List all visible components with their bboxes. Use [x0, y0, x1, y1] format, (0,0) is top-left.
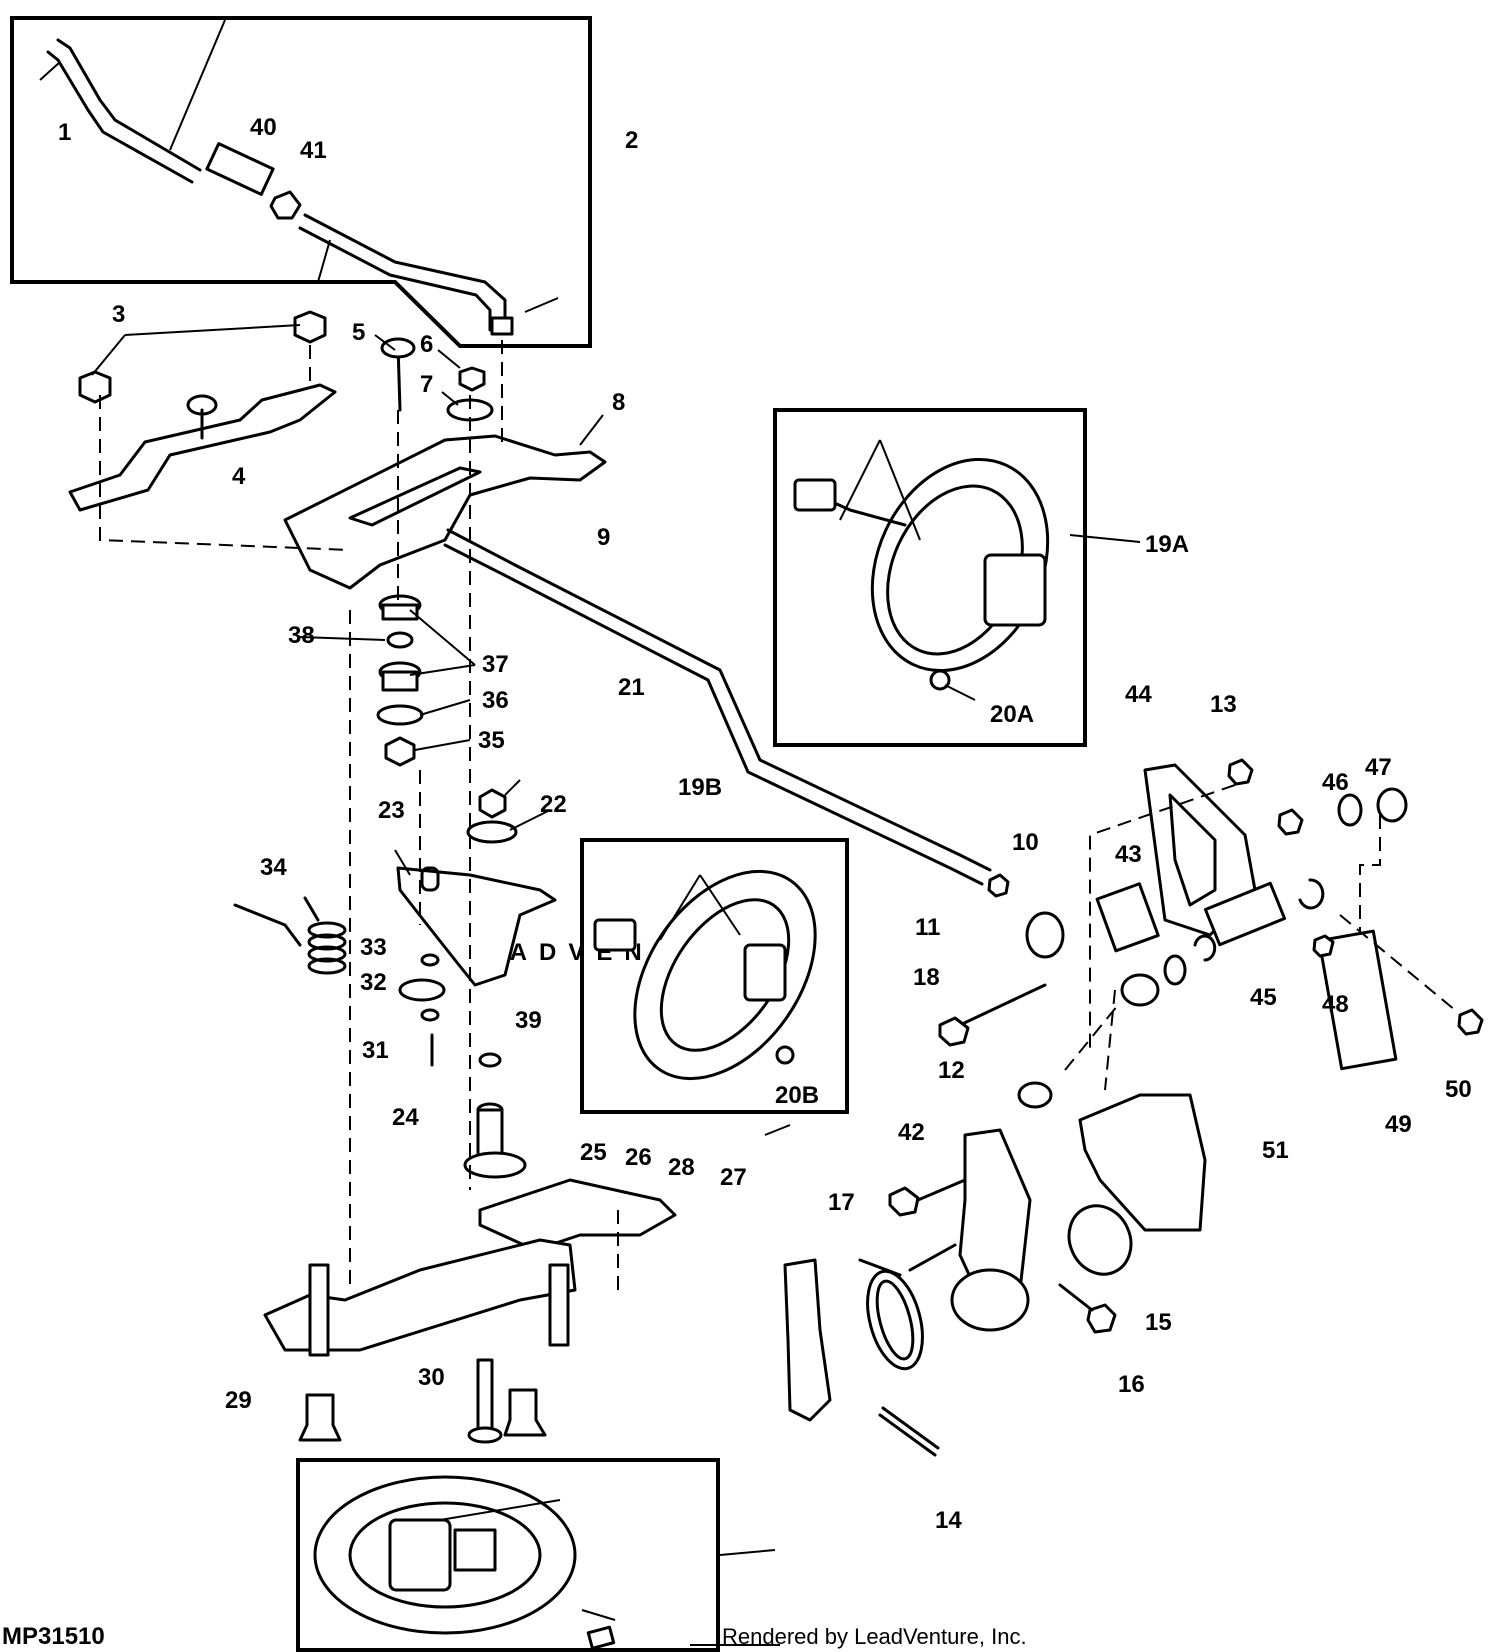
inset-box-linkage-rod: [10, 16, 592, 348]
leader-lines: [91, 324, 1141, 1646]
callout-12: 12: [938, 1057, 965, 1084]
callout-48: 48: [1322, 991, 1349, 1018]
callout-29: 29: [225, 1387, 252, 1414]
inset-box-19b-bottom: [296, 1458, 720, 1652]
callout-10: 10: [1012, 829, 1039, 856]
callout-9: 9: [597, 524, 610, 551]
callout-33: 33: [360, 934, 387, 961]
callout-7: 7: [420, 371, 433, 398]
callout-16: 16: [1118, 1371, 1145, 1398]
callout-34: 34: [260, 854, 287, 881]
callout-44: 44: [1125, 681, 1152, 708]
callout-5: 5: [352, 319, 365, 346]
callout-4: 4: [232, 463, 246, 490]
callout-20b: 20B: [775, 1082, 819, 1109]
callout-45: 45: [1250, 984, 1277, 1011]
callout-32: 32: [360, 969, 387, 996]
callout-13: 13: [1210, 691, 1237, 718]
diagram-id: MP31510: [2, 1623, 105, 1650]
bracket-4: [68, 310, 337, 512]
callout-38: 38: [288, 622, 315, 649]
lower-brackets: [263, 1178, 677, 1444]
callout-35: 35: [478, 727, 505, 754]
callout-41: 41: [300, 137, 327, 164]
callout-31: 31: [362, 1037, 389, 1064]
callout-26: 26: [625, 1144, 652, 1171]
right-assembly: [783, 758, 1484, 1457]
callout-19a: 19A: [1145, 531, 1189, 558]
callout-47: 47: [1365, 754, 1392, 781]
callout-51: 51: [1262, 1137, 1289, 1164]
callout-17: 17: [828, 1189, 855, 1216]
callout-1: 1: [58, 119, 71, 146]
plate-8: [283, 337, 607, 590]
inset-box-19b-middle: [580, 838, 849, 1114]
callout-15: 15: [1145, 1309, 1172, 1336]
callout-40: 40: [250, 114, 277, 141]
callout-50: 50: [1445, 1076, 1472, 1103]
pivot-24: [463, 1102, 527, 1179]
render-credit: Rendered by LeadVenture, Inc.: [722, 1624, 1027, 1649]
bracket-23: [396, 788, 557, 1068]
callout-8: 8: [612, 389, 625, 416]
callout-30: 30: [418, 1364, 445, 1391]
callout-14: 14: [935, 1507, 962, 1534]
callout-20a: 20A: [990, 701, 1034, 728]
alignment-lines: [99, 340, 1456, 1290]
callout-22: 22: [540, 791, 567, 818]
callout-39: 39: [515, 1007, 542, 1034]
spring-34: [233, 896, 347, 975]
callout-27: 27: [720, 1164, 747, 1191]
callout-49: 49: [1385, 1111, 1412, 1138]
callout-21: 21: [618, 674, 645, 701]
callout-2: 2: [625, 127, 638, 154]
callout-19b: 19B: [678, 774, 722, 801]
callout-3: 3: [112, 301, 125, 328]
callout-46: 46: [1322, 769, 1349, 796]
callout-37: 37: [482, 651, 509, 678]
callout-25: 25: [580, 1139, 607, 1166]
callout-11: 11: [915, 914, 940, 941]
callout-42: 42: [898, 1119, 925, 1146]
callout-6: 6: [420, 331, 433, 358]
callout-24: 24: [392, 1104, 419, 1131]
callout-23: 23: [378, 797, 405, 824]
callout-18: 18: [913, 964, 940, 991]
callout-36: 36: [482, 687, 509, 714]
rod-9: [443, 528, 1010, 898]
callout-43: 43: [1115, 841, 1142, 868]
callout-28: 28: [668, 1154, 695, 1181]
inset-box-19a: [773, 408, 1087, 747]
bushing-stack: [376, 594, 424, 767]
callouts: 1 2 3 4 5 6 7 8 9 10 11 12 13 14 15 16 1…: [58, 114, 1472, 1534]
